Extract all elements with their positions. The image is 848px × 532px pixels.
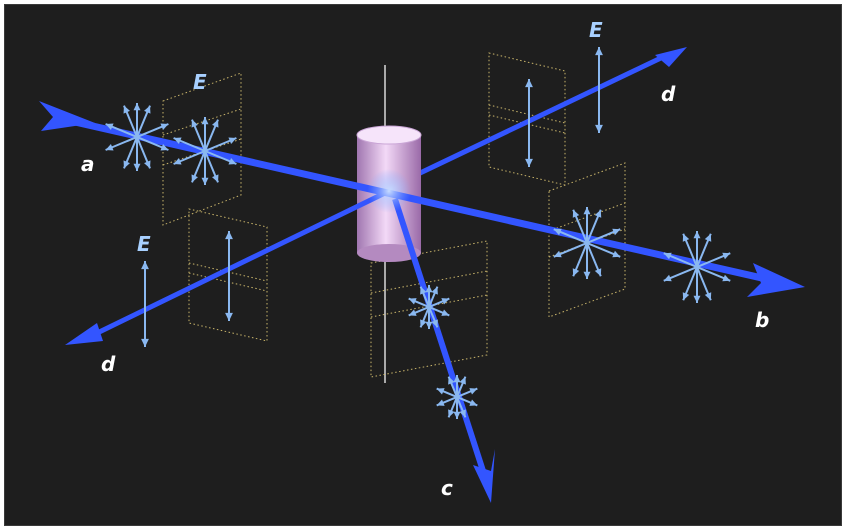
field-symbols [105, 47, 731, 419]
ray-c-label: c [441, 476, 453, 500]
field-e-left-label: E [193, 70, 207, 94]
diagram-frame: a b c d d E E E [4, 4, 842, 526]
ray-d-upper-arrowhead [655, 47, 687, 67]
panel-incident [162, 72, 242, 226]
ray-d-upper-label: d [661, 82, 676, 106]
ray-c-arrowhead [473, 449, 495, 503]
ray-b-arrowhead [747, 263, 805, 297]
panel-d-upper [488, 52, 566, 186]
beams-front [39, 101, 805, 503]
ray-d-lower-arrowhead [65, 323, 103, 345]
ray-d-lower-beam [87, 190, 387, 340]
ray-d-lower-label: d [101, 352, 116, 376]
ray-a-b-beam [52, 113, 776, 285]
panel-c [370, 240, 488, 378]
panel-d-lower [188, 208, 268, 342]
field-e-upper-right-label: E [589, 18, 603, 42]
ray-a-arrowhead [39, 101, 95, 131]
ray-a-label: a [81, 152, 95, 176]
field-e-lower-left-label: E [137, 232, 151, 256]
ray-b-label: b [755, 308, 769, 332]
scattering-polarization-diagram: a b c d d E E E [39, 18, 805, 503]
scatter-point-glow [367, 169, 411, 213]
ray-c-beam [392, 198, 488, 478]
beams-back [393, 47, 687, 188]
